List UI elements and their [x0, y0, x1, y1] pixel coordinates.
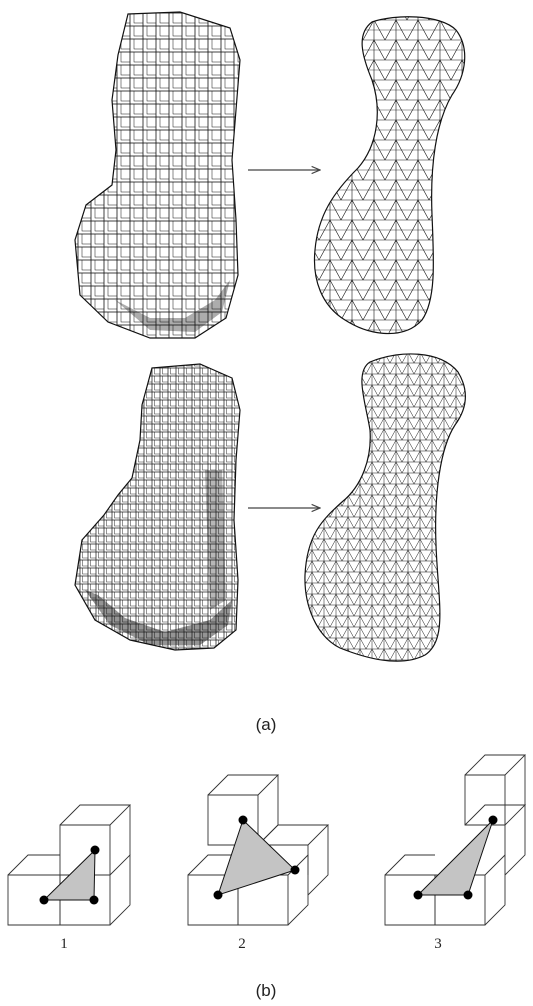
case-3-label: 3: [434, 936, 442, 952]
panel-b-caption: (b): [256, 981, 277, 1000]
cube-case-3: 3: [385, 755, 525, 952]
cube-case-2: 2: [188, 775, 328, 952]
panel-b: 1 2: [8, 755, 525, 1000]
triangle-mesh-fine: [300, 345, 480, 675]
cube-case-1: 1: [8, 805, 130, 952]
panel-a: (a): [70, 8, 480, 734]
triangle-mesh-coarse: [305, 10, 475, 350]
case-2-label: 2: [238, 936, 246, 952]
voxel-model-coarse: [70, 8, 250, 348]
voxel-model-fine: [70, 360, 250, 660]
panel-a-caption: (a): [256, 715, 277, 734]
case-1-label: 1: [60, 936, 68, 952]
